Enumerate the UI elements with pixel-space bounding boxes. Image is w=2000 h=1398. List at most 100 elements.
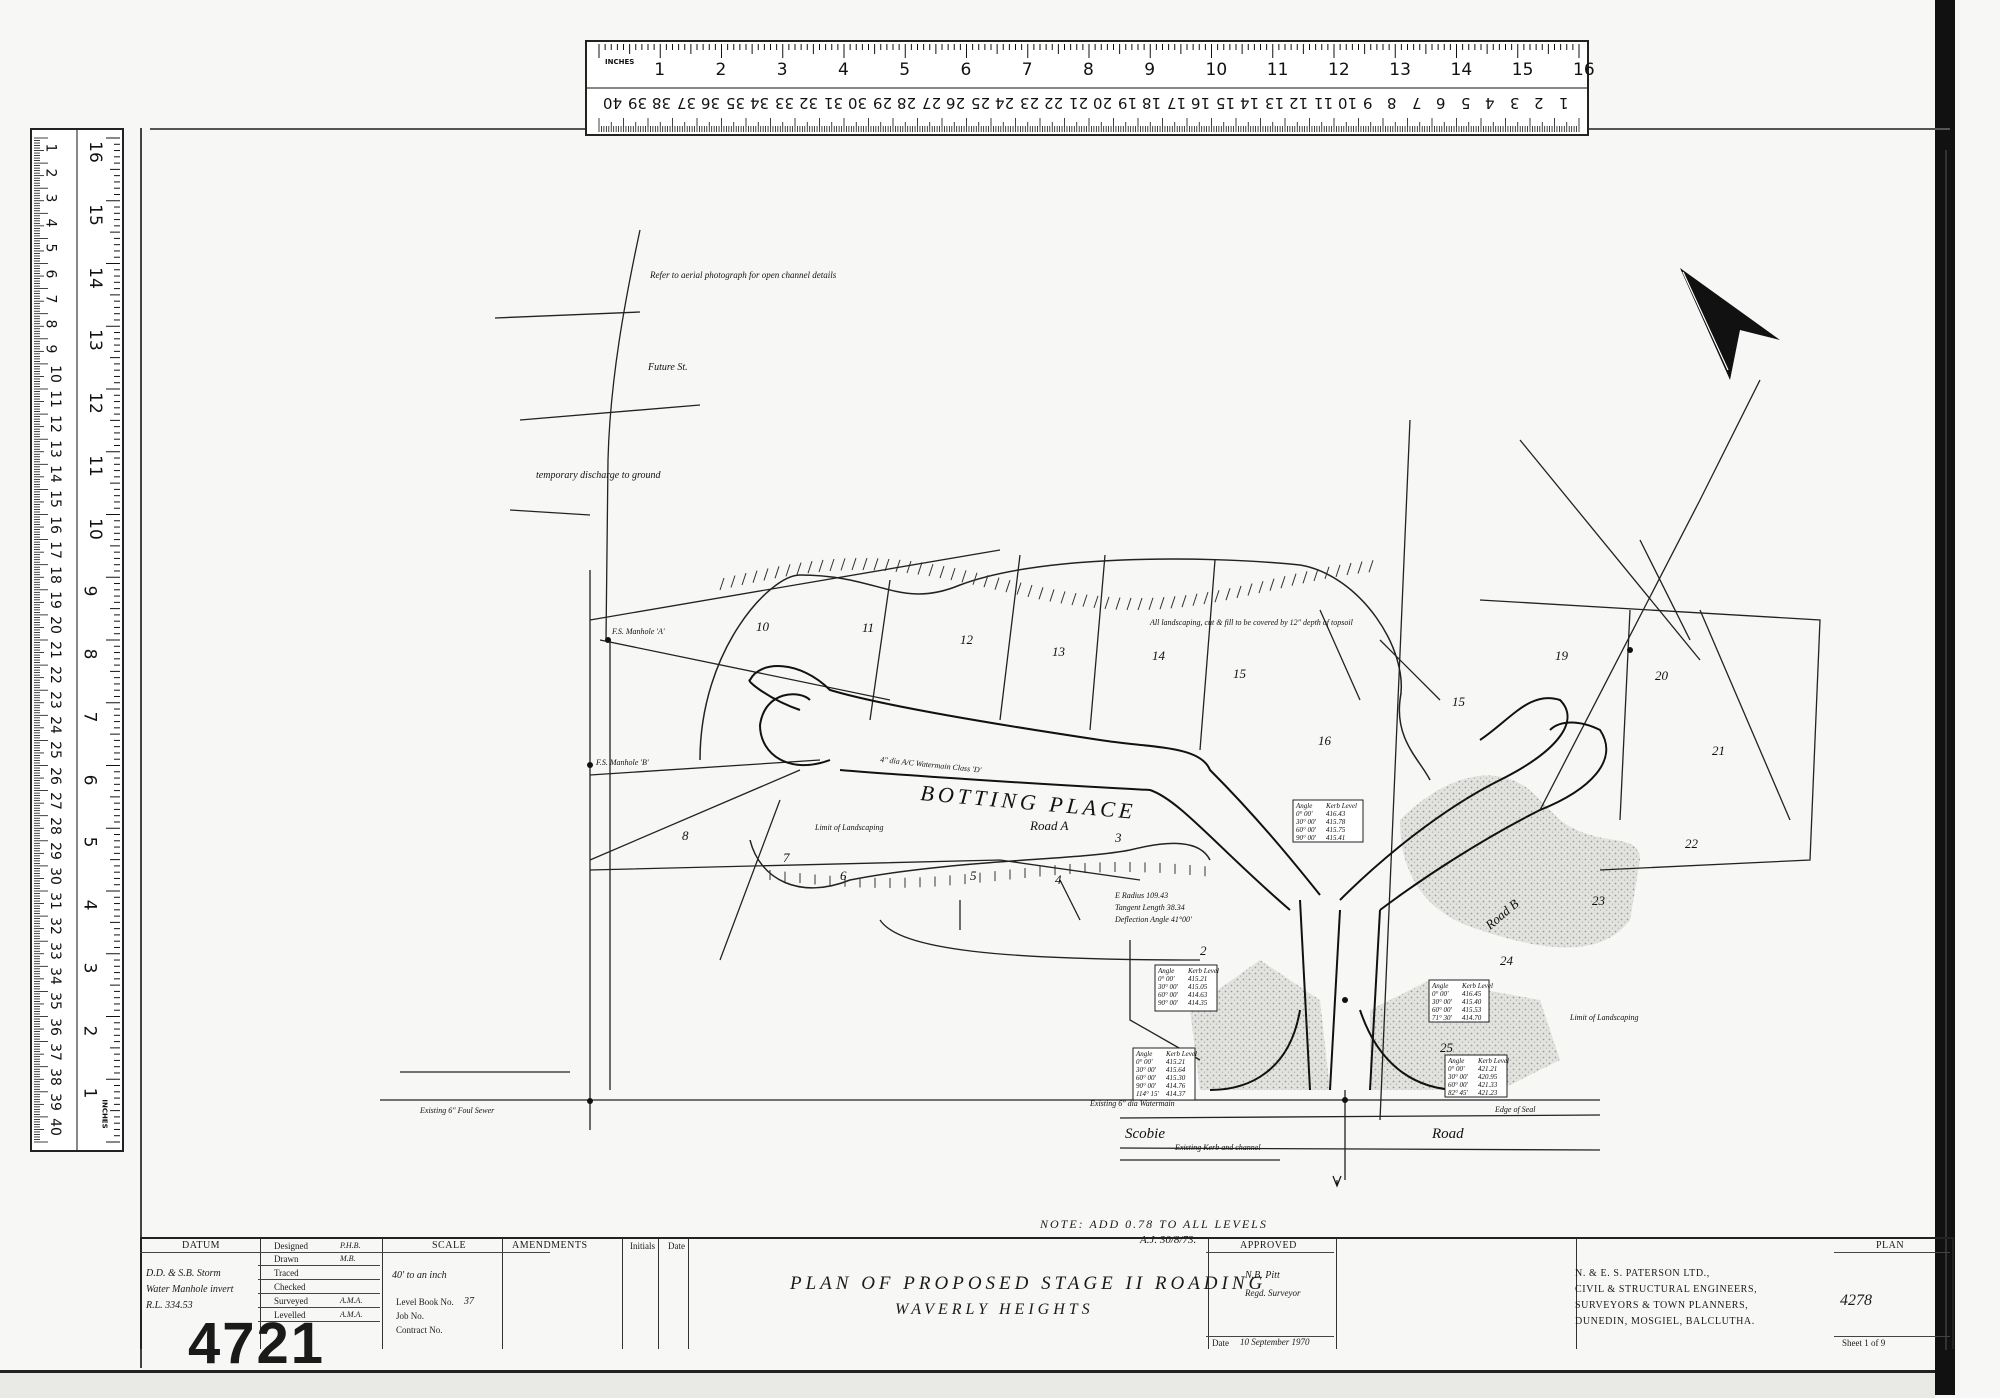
ruler-top-ticks <box>587 44 1587 132</box>
level-table-header: Kerb Level <box>1477 1057 1509 1065</box>
aerial-photo-note: Refer to aerial photograph for open chan… <box>649 270 837 280</box>
scobie-road-label: Scobie <box>1125 1126 1165 1142</box>
level-table-cell: 71° 30' <box>1432 1014 1453 1022</box>
ruler-top-inch-number: 16 <box>1573 60 1595 80</box>
level-book-value: 37 <box>464 1296 474 1307</box>
level-table-cell: 416.43 <box>1326 810 1346 818</box>
ruler-top-inch-number: 13 <box>1389 60 1411 80</box>
initials-drawn: M.B. <box>340 1254 356 1263</box>
manhole-b-label: F.S. Manhole 'B' <box>595 758 649 767</box>
scale-cell <box>382 1239 503 1349</box>
lot-11: 11 <box>862 620 874 635</box>
date-cell <box>658 1239 689 1349</box>
existing-watermain-label: Existing 6" dia Watermain <box>1089 1099 1175 1108</box>
lot-8: 8 <box>682 828 689 843</box>
scale-header: SCALE <box>432 1240 467 1251</box>
drawing-border-right <box>1945 150 1947 1350</box>
level-table-cell: 30° 00' <box>1157 983 1179 991</box>
landscaping-limit-north <box>699 558 1431 781</box>
existing-sewer-label: Existing 6" Foul Sewer <box>419 1106 495 1115</box>
level-table-cell: 415.21 <box>1166 1058 1185 1066</box>
level-table-cell: 414.63 <box>1188 991 1208 999</box>
amendments-cell <box>502 1239 623 1349</box>
role-traced: Traced <box>274 1268 299 1278</box>
role-surveyed: Surveyed <box>274 1296 308 1306</box>
sheet-bottom-edge <box>0 1370 1935 1398</box>
datum-header: DATUM <box>182 1240 221 1251</box>
scobie-road-word: Road <box>1431 1126 1464 1142</box>
landscaping-area-south <box>1370 980 1560 1090</box>
edge-seal-label: Edge of Seal <box>1494 1105 1536 1114</box>
level-table-cell: 114° 15' <box>1136 1090 1160 1098</box>
initials-cell <box>622 1239 659 1349</box>
road-a-label: Road A <box>1029 818 1068 833</box>
ruler-top-inch-number: 10 <box>1205 60 1228 80</box>
lot-19: 19 <box>1555 648 1569 663</box>
level-table-cell: 0° 00' <box>1448 1065 1465 1073</box>
note-add-levels: NOTE: ADD 0.78 TO ALL LEVELS <box>1040 1217 1268 1231</box>
title-cell <box>688 1239 1209 1349</box>
approved-role: Regd. Surveyor <box>1245 1288 1301 1298</box>
lot-14: 14 <box>1152 648 1166 663</box>
limit-landscaping-west: Limit of Landscaping <box>814 823 883 832</box>
watermain-label: 4" dia A/C Watermain Class 'D' <box>880 755 982 775</box>
lot-20: 20 <box>1655 668 1669 683</box>
role-checked: Checked <box>274 1282 306 1292</box>
lot-12: 12 <box>960 632 974 647</box>
level-table-cell: 30° 00' <box>1431 998 1453 1006</box>
level-table-cell: 90° 00' <box>1296 834 1317 842</box>
lot-16: 16 <box>1318 733 1332 748</box>
ruler-top-inch-number: 6 <box>960 60 972 80</box>
date-value: 10 September 1970 <box>1240 1337 1310 1347</box>
level-table-cell: 0° 00' <box>1158 975 1175 983</box>
lot-7: 7 <box>783 850 790 865</box>
curve-radius: E Radius 109.43 <box>1114 891 1168 900</box>
drawing-subtitle: WAVERLY HEIGHTS <box>895 1301 1094 1318</box>
plan-number: 4278 <box>1840 1292 1872 1309</box>
level-table-cell: 421.23 <box>1478 1089 1498 1097</box>
landscaping-limit-south <box>749 839 1211 889</box>
level-table-cell: 415.53 <box>1462 1006 1482 1014</box>
approved-cell <box>1208 1239 1337 1349</box>
drawing-title: PLAN OF PROPOSED STAGE II ROADING <box>790 1273 1267 1294</box>
firm-cell <box>1336 1239 1577 1349</box>
level-table-cell: 90° 00' <box>1158 999 1179 1007</box>
level-table-cell: 420.95 <box>1478 1073 1498 1081</box>
ruler-top-inch-number: 1 <box>654 60 666 80</box>
lot-23: 23 <box>1592 893 1606 908</box>
north-arrow-icon <box>1680 268 1780 380</box>
ruler-top-inch-number: 4 <box>838 60 849 80</box>
firm-line-4: DUNEDIN, MOSGIEL, BALCLUTHA. <box>1575 1316 1755 1327</box>
limit-landscaping-east: Limit of Landscaping <box>1569 1013 1638 1022</box>
ruler-top-inch-number: 11 <box>1266 60 1289 80</box>
level-table-cell: 82° 45' <box>1448 1089 1469 1097</box>
landscaping-area-southwest <box>1190 960 1330 1090</box>
level-table-header: Kerb Level <box>1165 1050 1197 1058</box>
amendments-header: AMENDMENTS <box>512 1240 588 1251</box>
level-table-cell: 416.45 <box>1462 990 1482 998</box>
level-table-cell: 415.41 <box>1326 834 1345 842</box>
level-table-cell: 414.35 <box>1188 999 1208 1007</box>
ruler-top-inch-number: 5 <box>899 60 911 80</box>
lot-3: 3 <box>1114 830 1122 845</box>
level-table-cell: 0° 00' <box>1136 1058 1153 1066</box>
lot-4: 4 <box>1055 872 1062 887</box>
level-table-cell: 60° 00' <box>1158 991 1179 999</box>
initials-surveyed: A.M.A. <box>340 1296 363 1305</box>
lot-13: 13 <box>1052 644 1066 659</box>
lot-15b: 15 <box>1452 694 1466 709</box>
archive-number: 4721 <box>188 1311 326 1376</box>
job-no-label: Job No. <box>396 1311 425 1321</box>
level-table-cell: 421.33 <box>1478 1081 1498 1089</box>
lot-24: 24 <box>1500 953 1514 968</box>
lot-21: 21 <box>1712 743 1725 758</box>
botting-place-road <box>748 665 1341 1091</box>
curve-tangent: Tangent Length 38.34 <box>1115 903 1185 912</box>
landscaping-area-east <box>1400 775 1640 948</box>
landscaping-note: All landscaping, cut & fill to be covere… <box>1149 618 1354 627</box>
initials-levelled: A.M.A. <box>340 1310 363 1319</box>
level-table-cell: 415.78 <box>1326 818 1346 826</box>
level-table-cell: 60° 00' <box>1296 826 1317 834</box>
survey-lines <box>380 229 1761 1180</box>
